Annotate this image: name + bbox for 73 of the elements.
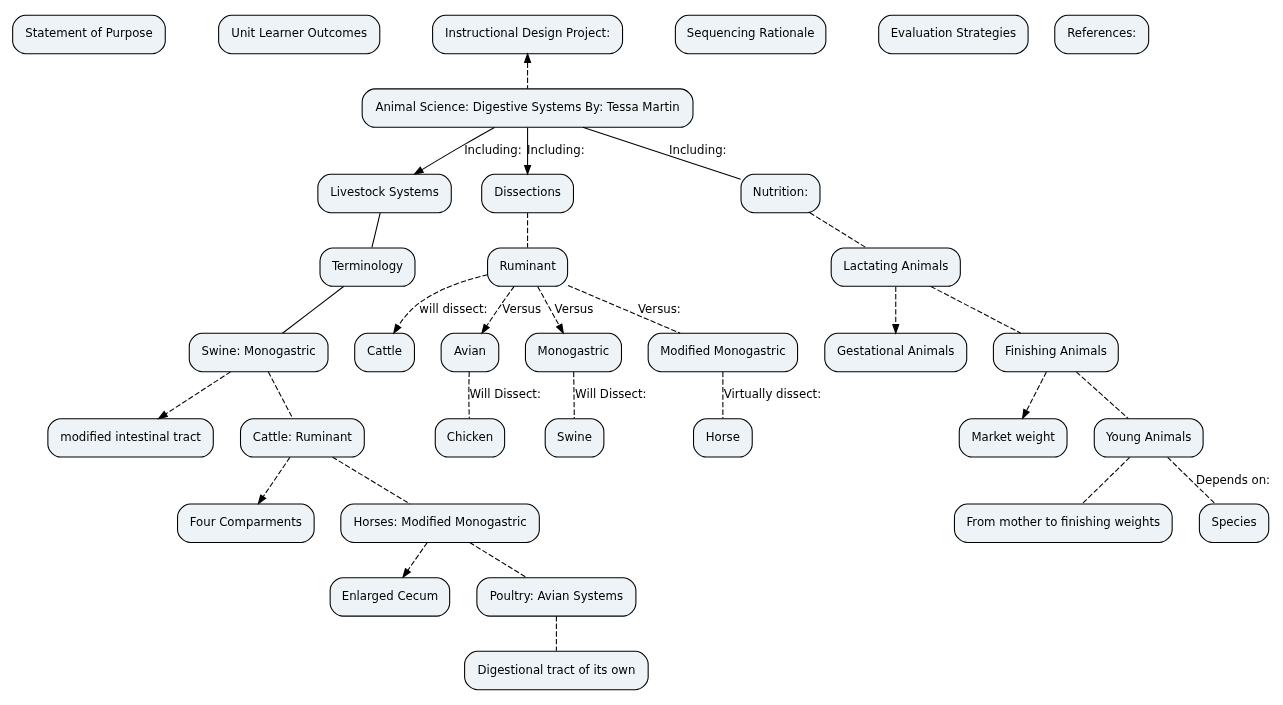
connector <box>1081 456 1131 505</box>
node-box: Horses: Modified Monogastric <box>340 503 540 543</box>
connector <box>809 212 867 249</box>
node-box: Terminology <box>319 247 416 287</box>
arrow <box>257 456 291 506</box>
node-box: Finishing Animals <box>992 332 1119 373</box>
node-box: Modified Monogastric <box>647 332 799 373</box>
arrow <box>523 52 532 89</box>
node-box: Instructional Design Project: <box>432 14 624 55</box>
connector <box>281 285 345 334</box>
edge-label: Including: <box>669 142 727 157</box>
arrow <box>392 274 488 335</box>
connector <box>567 284 681 334</box>
node-box: Horse <box>693 418 753 458</box>
node-box: Livestock Systems <box>317 173 452 214</box>
edge-label: Will Dissect: <box>575 387 647 402</box>
node-box: Poultry: Avian Systems <box>476 577 637 617</box>
node-box: Species <box>1198 503 1270 543</box>
node-box: Gestational Animals <box>824 332 968 373</box>
node-box: Nutrition: <box>740 173 821 214</box>
node-box: Avian <box>440 332 500 373</box>
connector <box>267 371 294 419</box>
edge-label: Depends on: <box>1195 472 1271 487</box>
edge-label: Including: <box>464 142 522 157</box>
node-box: Statement of Purpose <box>12 14 166 55</box>
connector <box>582 126 742 180</box>
node-box: Digestional tract of its own <box>464 650 649 691</box>
connector <box>469 542 528 579</box>
edge-label: Versus: <box>638 301 681 316</box>
node-box: Monogastric <box>524 332 623 373</box>
connector <box>1167 456 1216 505</box>
node-box: Cattle: Ruminant <box>239 418 365 458</box>
node-box: References: <box>1054 14 1150 55</box>
edge-label: Versus <box>502 301 542 316</box>
arrow <box>402 542 428 579</box>
edge-label: Will Dissect: <box>469 387 541 402</box>
connector <box>1075 371 1129 419</box>
connector <box>555 615 557 652</box>
node-box: Ruminant <box>487 247 569 287</box>
node-box: Cattle <box>354 332 415 373</box>
arrow <box>481 285 515 335</box>
edge-label: Including: <box>527 142 585 157</box>
connector <box>371 212 381 248</box>
node-box: Young Animals <box>1093 418 1204 458</box>
connector <box>573 371 575 419</box>
node-box: Sequencing Rationale <box>674 14 827 55</box>
node-box: Swine: Monogastric <box>188 332 329 373</box>
node-box: Swine <box>544 418 605 458</box>
arrow <box>537 286 565 335</box>
connector <box>722 371 724 419</box>
connector <box>527 212 529 248</box>
arrow <box>157 371 232 420</box>
arrow <box>1021 371 1047 420</box>
node-box: Unit Learner Outcomes <box>218 14 381 55</box>
node-box: Four Comparments <box>177 503 315 543</box>
edge-label: Versus <box>554 301 594 316</box>
edge-label: Virtually dissect: <box>723 387 822 402</box>
arrow <box>413 126 495 175</box>
node-box: Evaluation Strategies <box>878 14 1029 55</box>
edge-label: will dissect: <box>419 301 488 316</box>
node-box: Lactating Animals <box>830 247 961 287</box>
connector <box>930 285 1022 334</box>
node-box: Chicken <box>434 418 506 458</box>
connector <box>468 371 470 420</box>
node-box: Market weight <box>958 418 1068 458</box>
node-box: modified intestinal tract <box>47 418 214 458</box>
node-box: Dissections <box>481 173 574 214</box>
arrow <box>523 127 532 176</box>
arrow <box>892 286 900 335</box>
connector <box>332 456 411 505</box>
node-box: Animal Science: Digestive Systems By: Tessa Martin <box>361 88 694 128</box>
node-box: From mother to finishing weights <box>953 503 1173 543</box>
node-box: Enlarged Cecum <box>329 577 451 617</box>
